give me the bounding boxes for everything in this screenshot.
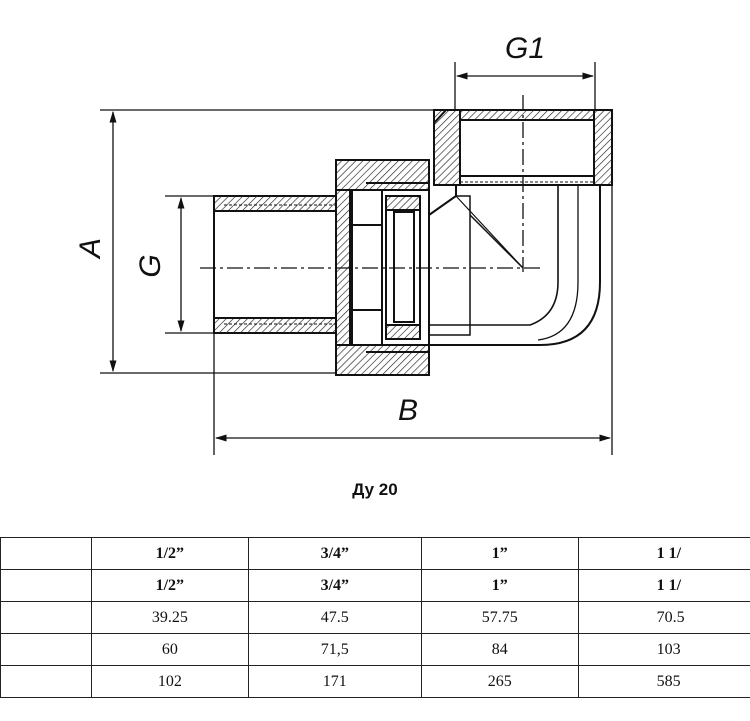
table-cell: 103	[577, 633, 750, 666]
row-label	[0, 633, 92, 666]
dimension-a	[100, 109, 434, 374]
fitting-body	[213, 109, 613, 376]
dimension-b-label: B	[398, 394, 418, 427]
table-cell: 3/4”	[247, 569, 422, 602]
table-row: 1/2” 3/4” 1” 1 1/	[0, 537, 750, 570]
table-cell: 57.75	[420, 601, 579, 634]
table-cell: 3/4”	[247, 537, 422, 570]
table-cell: 1”	[420, 537, 579, 570]
table-cell: 60	[90, 633, 249, 666]
table-cell: 265	[420, 665, 579, 698]
drawing-caption: Ду 20	[352, 480, 398, 499]
table-row: 39.25 47.5 57.75 70.5	[0, 601, 750, 634]
table-cell: 47.5	[247, 601, 422, 634]
row-label	[0, 537, 92, 570]
row-label	[0, 665, 92, 698]
dimension-g	[165, 195, 214, 334]
fitting-drawing: A G B G1	[74, 32, 613, 455]
table-cell: 1 1/	[577, 569, 750, 602]
table-cell: 1/2”	[90, 569, 249, 602]
dimension-g-label: G	[134, 254, 167, 277]
table-cell: 84	[420, 633, 579, 666]
dimension-g1	[454, 62, 596, 110]
table-row: 60 71,5 84 103	[0, 633, 750, 666]
table-row: 1/2” 3/4” 1” 1 1/	[0, 569, 750, 602]
table-cell: 71,5	[247, 633, 422, 666]
table-cell: 171	[247, 665, 422, 698]
table-cell: 1 1/	[577, 537, 750, 570]
table-row: 102 171 265 585	[0, 665, 750, 698]
table-cell: 70.5	[577, 601, 750, 634]
dimension-a-label: A	[74, 238, 107, 260]
dimension-b	[213, 185, 613, 455]
row-label	[0, 601, 92, 634]
row-label	[0, 569, 92, 602]
specs-table: 1/2” 3/4” 1” 1 1/ 1/2” 3/4” 1” 1 1/ 39.2…	[0, 537, 750, 698]
table-cell: 39.25	[90, 601, 249, 634]
table-cell: 1/2”	[90, 537, 249, 570]
table-cell: 102	[90, 665, 249, 698]
table-cell: 1”	[420, 569, 579, 602]
table-cell: 585	[577, 665, 750, 698]
dimension-g1-label: G1	[505, 32, 545, 65]
